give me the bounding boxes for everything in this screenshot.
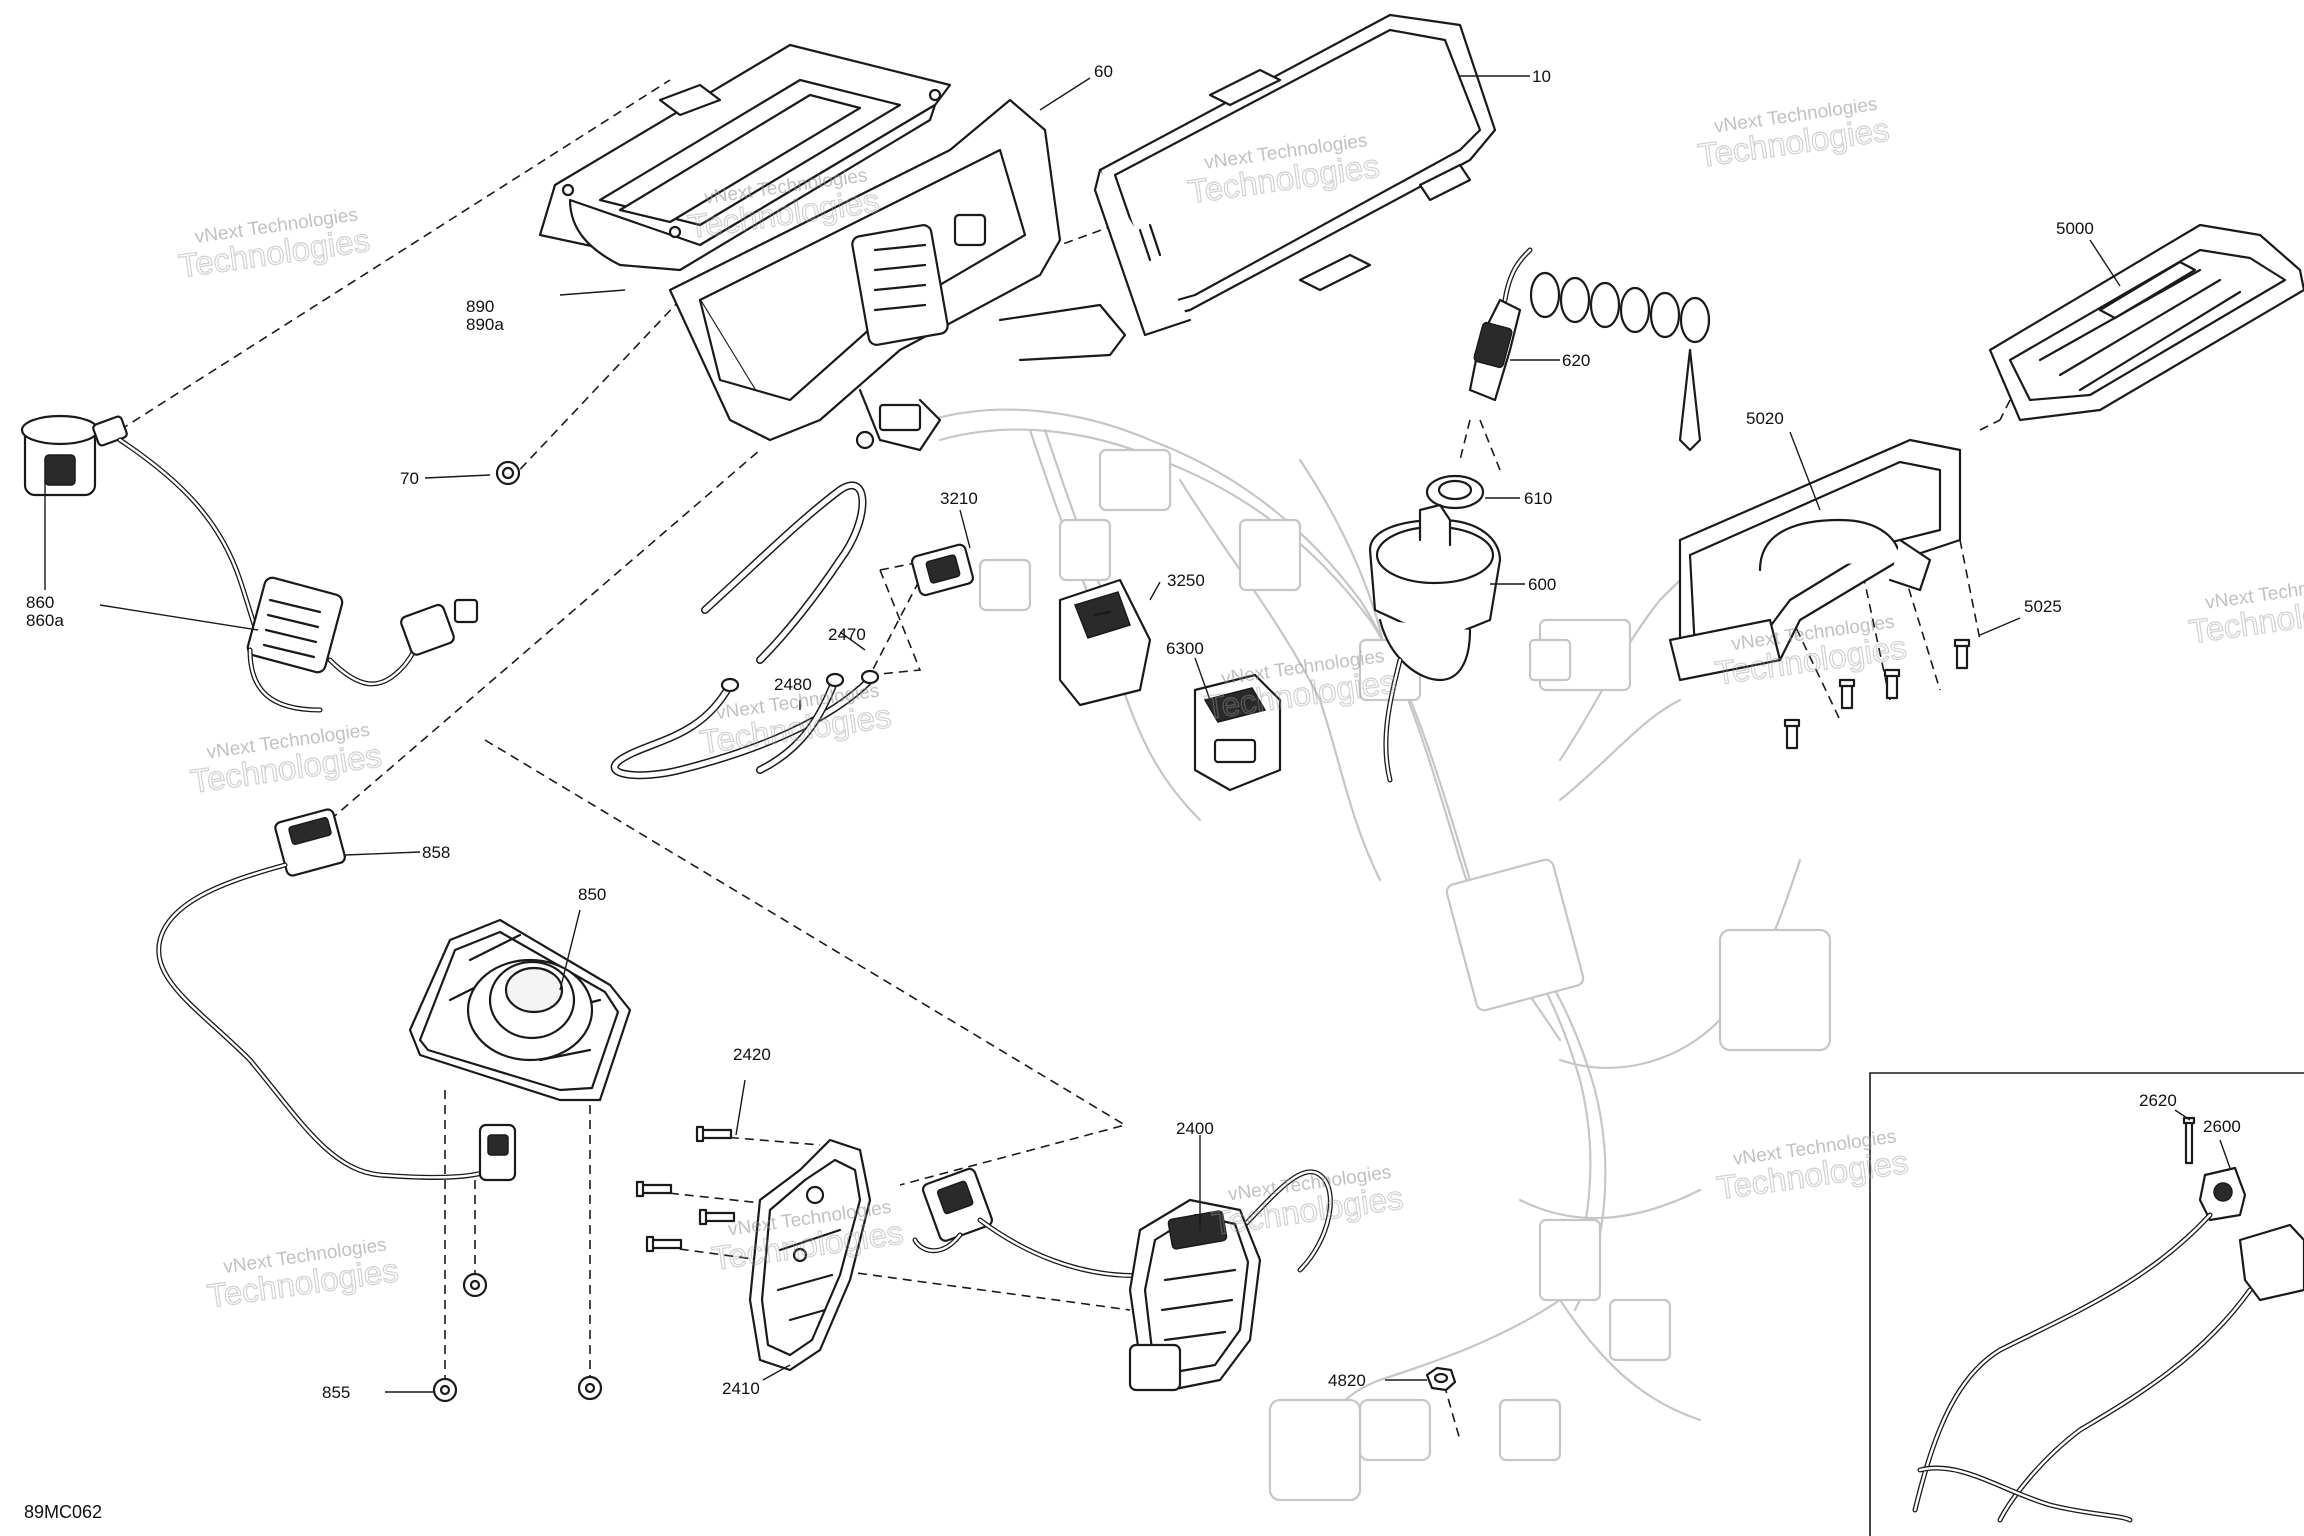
part-2470-tube[interactable]	[701, 481, 867, 664]
part-3250-switch[interactable]	[1058, 578, 1152, 707]
callout-2400: 2400	[1176, 1119, 1214, 1138]
part-6300-switch[interactable]	[1193, 673, 1282, 792]
inset-panel	[1869, 1072, 2304, 1536]
callout-5025: 5025	[2024, 597, 2062, 616]
part-2600-switch[interactable]	[2198, 1166, 2304, 1302]
callout-2410: 2410	[722, 1379, 760, 1398]
part-4820-nut[interactable]	[1425, 1366, 1457, 1392]
callout-10: 10	[1532, 67, 1551, 86]
callout-labels: 10 60 70 600 610 620 850 855 858 860 860…	[26, 62, 2241, 1402]
callout-600: 600	[1528, 575, 1556, 594]
diagram-code: 89MC062	[24, 1502, 102, 1522]
part-5020-lower-housing[interactable]	[1668, 438, 1962, 682]
part-600-key-switch[interactable]	[1368, 503, 1502, 783]
callout-2620: 2620	[2139, 1091, 2177, 1110]
callout-860a: 860a	[26, 611, 64, 630]
part-60-bracket-frame[interactable]	[668, 98, 1127, 452]
part-5000-handlebar-cover[interactable]	[1988, 223, 2304, 422]
part-858-harness[interactable]	[156, 808, 517, 1182]
callout-60: 60	[1094, 62, 1113, 81]
part-10-instrument-cluster[interactable]	[1093, 13, 1497, 337]
callout-3210: 3210	[940, 489, 978, 508]
part-2420-screws[interactable]	[635, 1125, 736, 1253]
part-70-nut[interactable]	[495, 460, 521, 486]
part-860-grip-harness[interactable]	[20, 414, 479, 713]
assembly-dashed-lines	[119, 79, 2011, 1441]
part-2410-switch-bracket[interactable]	[748, 1138, 872, 1372]
callout-890a: 890a	[466, 315, 504, 334]
callout-610: 610	[1524, 489, 1552, 508]
callout-620: 620	[1562, 351, 1590, 370]
callout-2480: 2480	[774, 675, 812, 694]
callout-2420: 2420	[733, 1045, 771, 1064]
ghost-wiring-harness	[928, 408, 1832, 1502]
callout-6300: 6300	[1166, 639, 1204, 658]
callout-860: 860	[26, 593, 54, 612]
part-850-joystick[interactable]	[408, 918, 632, 1102]
part-3210-connector[interactable]	[910, 543, 974, 597]
part-2620-screw[interactable]	[2182, 1116, 2196, 1165]
callout-858: 858	[422, 843, 450, 862]
part-2480-tubes[interactable]	[610, 669, 880, 780]
callout-5000: 5000	[2056, 219, 2094, 238]
callout-855: 855	[322, 1383, 350, 1402]
callout-850: 850	[578, 885, 606, 904]
part-855-nuts[interactable]	[432, 1272, 603, 1403]
leader-lines	[44, 75, 2231, 1393]
callout-4820: 4820	[1328, 1371, 1366, 1390]
part-610-grommet[interactable]	[1425, 474, 1485, 510]
part-2400-switch-assembly[interactable]	[912, 1167, 1333, 1392]
callout-890: 890	[466, 297, 494, 316]
callout-70: 70	[400, 469, 419, 488]
part-890-cover-tray[interactable]	[538, 43, 952, 272]
coil-loops	[1529, 271, 1711, 344]
part-5025-screws[interactable]	[1783, 638, 1971, 750]
part-620-coiled-cord[interactable]	[1468, 247, 1711, 452]
callout-2470: 2470	[828, 625, 866, 644]
callout-3250: 3250	[1167, 571, 1205, 590]
callout-2600: 2600	[2203, 1117, 2241, 1136]
callout-5020: 5020	[1746, 409, 1784, 428]
